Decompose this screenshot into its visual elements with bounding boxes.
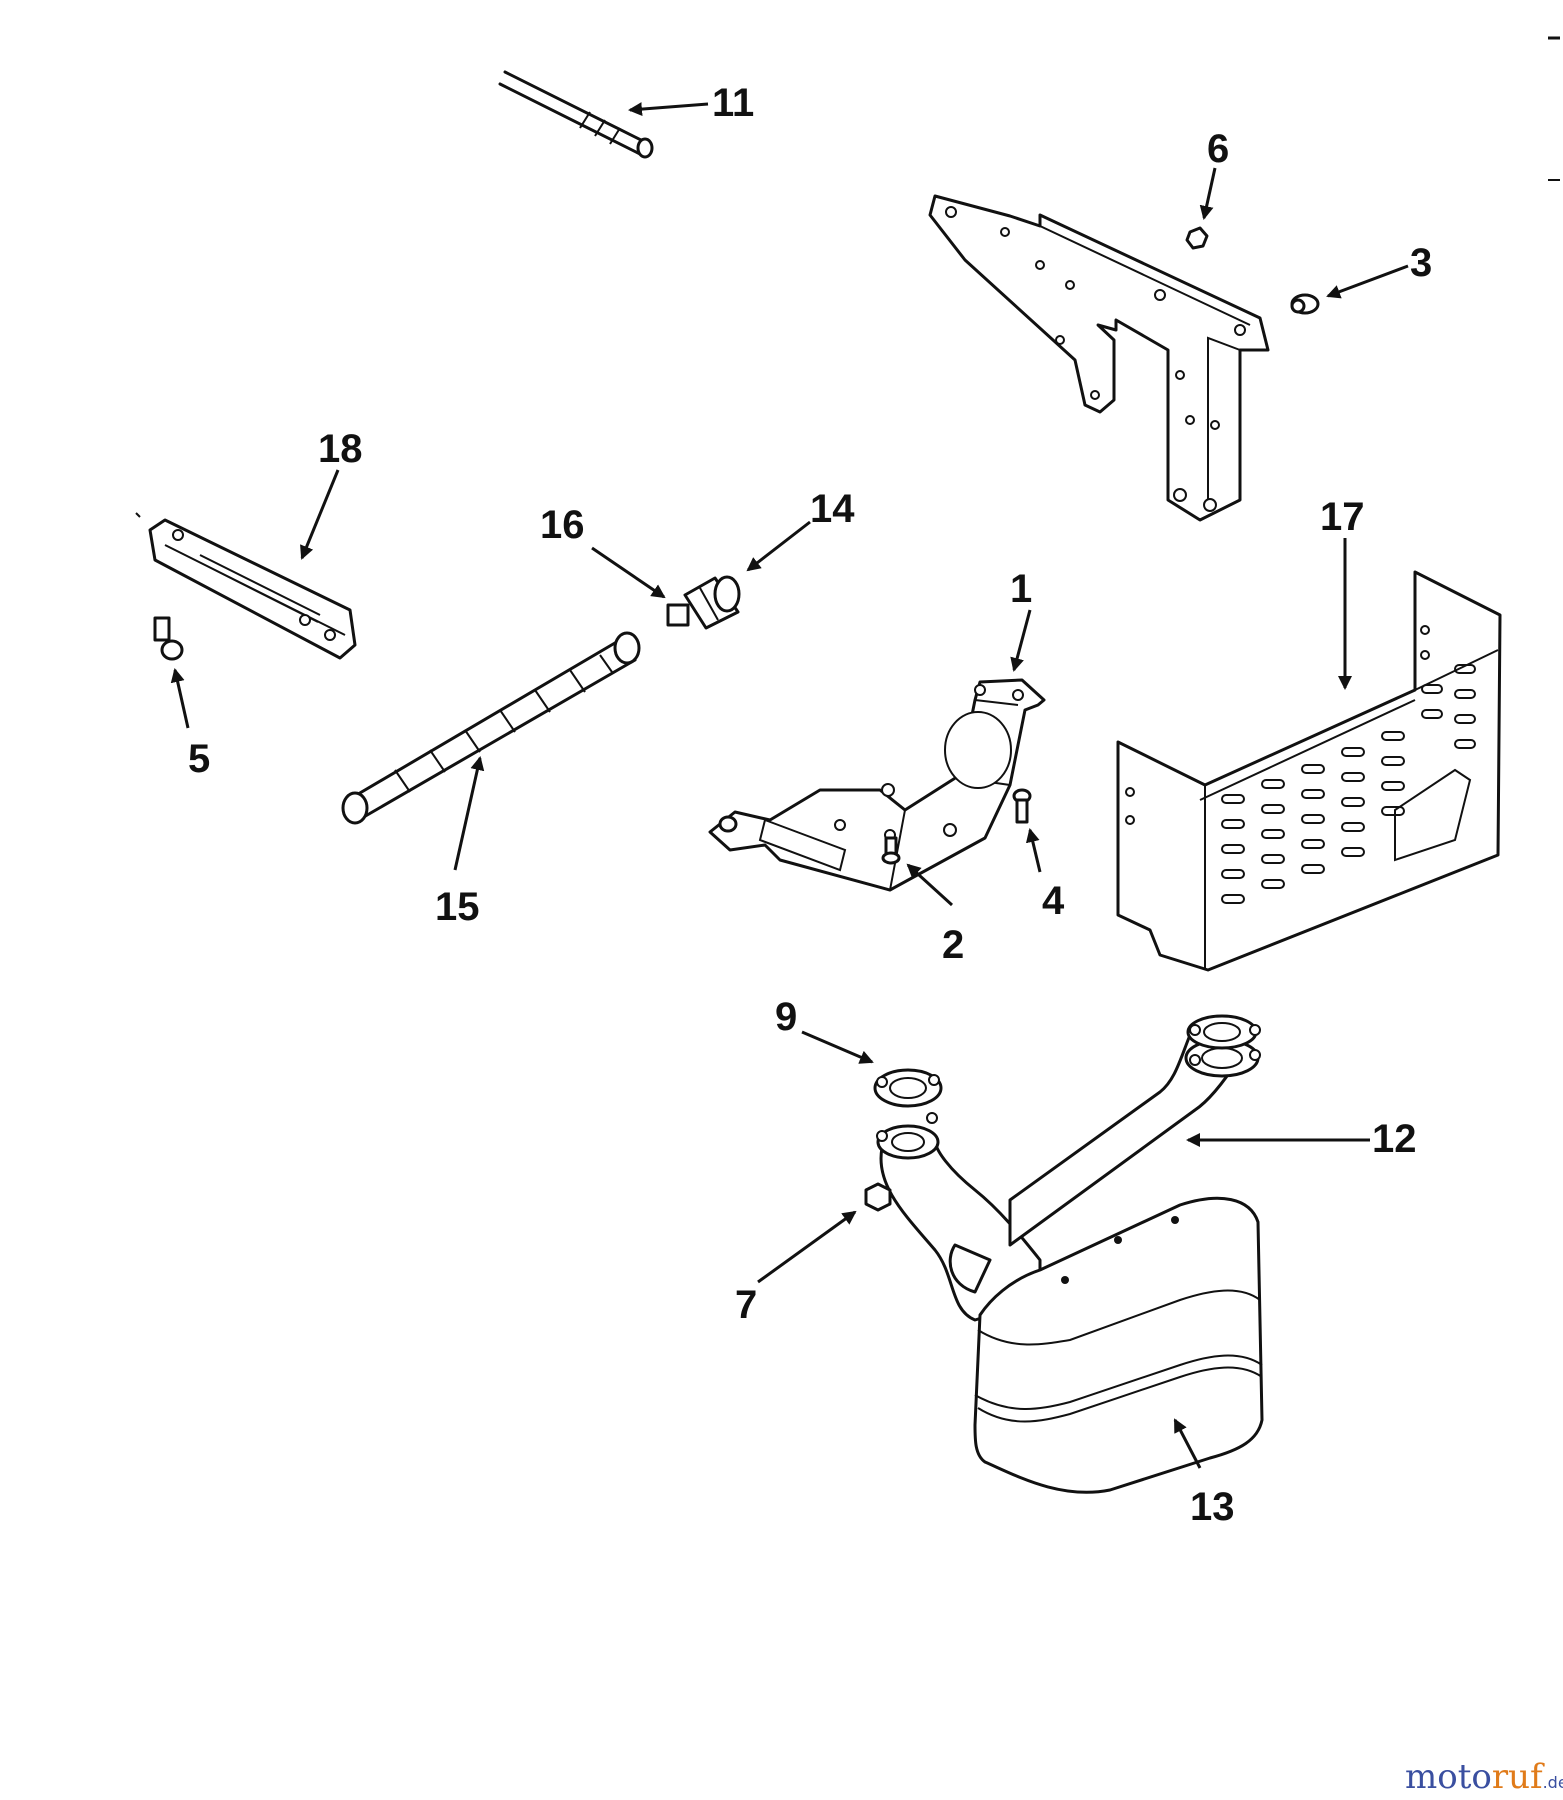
- label-16: 16: [540, 503, 585, 547]
- part-14-switch: [666, 575, 741, 630]
- leader-6: [1199, 167, 1217, 220]
- part-4-bolt: [1012, 788, 1032, 824]
- watermark-suffix: .de: [1543, 1773, 1563, 1792]
- part-13-muffler: [948, 1196, 1264, 1494]
- guard-slots: [1221, 664, 1476, 904]
- leader-4: [1025, 828, 1042, 873]
- label-5: 5: [188, 737, 210, 781]
- part-6-nut: [1185, 226, 1209, 250]
- leader-11: [628, 102, 709, 117]
- leader-9: [801, 1030, 874, 1064]
- label-11: 11: [712, 81, 754, 125]
- label-3: 3: [1410, 241, 1432, 285]
- leader-7: [757, 1210, 857, 1284]
- part-9-gasket: [873, 1068, 943, 1108]
- leader-1: [1010, 609, 1032, 672]
- part-12-exhaust-pipe: [876, 1014, 1261, 1322]
- watermark-part2: ruf: [1492, 1757, 1545, 1797]
- watermark-logo: motoruf.de: [1405, 1757, 1563, 1797]
- part-2-screw: [881, 836, 901, 865]
- part-1-bracket: [708, 678, 1046, 892]
- part-15-spring: [341, 631, 641, 825]
- leader-16: [591, 546, 666, 599]
- edge-marks: [1548, 36, 1560, 181]
- label-6: 6: [1207, 127, 1229, 171]
- part-17-muffler-guard: [1116, 570, 1502, 972]
- part-18-strip: [135, 512, 357, 660]
- label-13: 13: [1190, 1485, 1235, 1529]
- svg-text:motoruf.de: motoruf.de: [1405, 1757, 1563, 1797]
- leader-3: [1326, 264, 1409, 299]
- part-11-shaft: [498, 70, 654, 159]
- label-17: 17: [1320, 495, 1365, 539]
- label-7: 7: [735, 1283, 757, 1327]
- leader-5: [170, 668, 190, 729]
- label-12: 12: [1372, 1117, 1417, 1161]
- label-14: 14: [810, 487, 855, 531]
- leader-2: [906, 863, 954, 907]
- leader-15: [453, 756, 485, 871]
- label-2: 2: [942, 923, 964, 967]
- leader-13: [1173, 1418, 1202, 1469]
- label-4: 4: [1042, 879, 1065, 923]
- leader-18: [300, 469, 340, 560]
- watermark-part1: moto: [1405, 1757, 1492, 1797]
- label-1: 1: [1010, 567, 1032, 611]
- part-5-bolt: [153, 616, 184, 661]
- part-7-nut: [864, 1182, 892, 1212]
- leader-14: [746, 520, 811, 572]
- label-18: 18: [318, 427, 363, 471]
- part-bracket-plate: [928, 194, 1270, 522]
- part-3-bolt: [1290, 293, 1320, 315]
- label-9: 9: [775, 995, 797, 1039]
- label-15: 15: [435, 885, 480, 929]
